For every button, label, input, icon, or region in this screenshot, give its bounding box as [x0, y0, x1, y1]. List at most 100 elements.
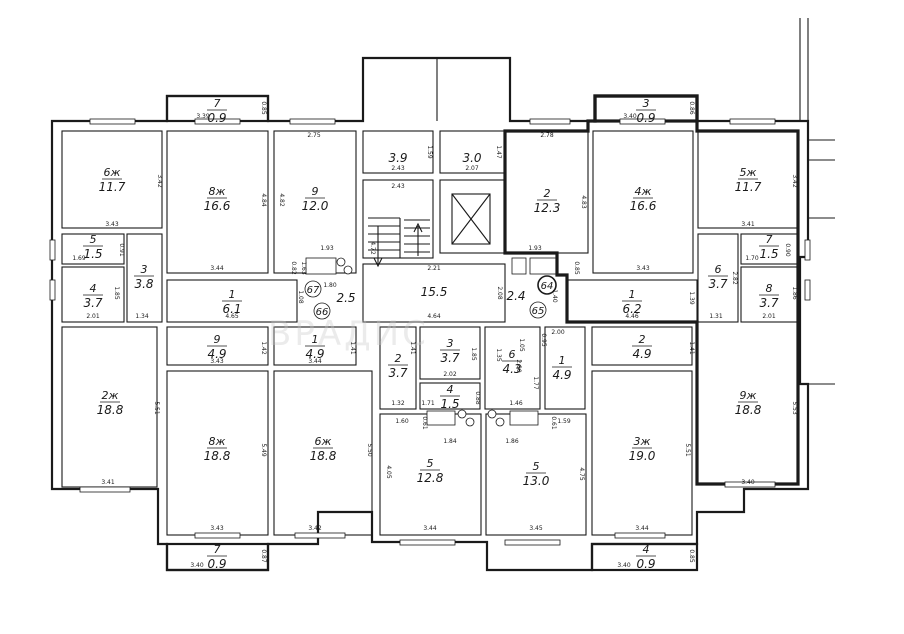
dimension-label: 2.00	[551, 329, 565, 336]
dimension-label: 0.85	[688, 549, 695, 563]
room-number: 8ж	[209, 185, 226, 198]
room-number: 8	[766, 282, 773, 295]
stove-burner	[343, 265, 353, 275]
room-area: 3.7	[708, 277, 727, 291]
dimension-label: 1.59	[426, 145, 433, 159]
dimension-label: 3.43	[210, 358, 224, 365]
flat-number-66: 66	[316, 307, 329, 318]
room-area: 3.8	[134, 277, 153, 291]
dimension-label: 4.64	[427, 313, 441, 320]
dimension-label: 0.61	[550, 416, 557, 430]
room-number: 1	[629, 288, 636, 301]
dimension-label: 3.42	[791, 174, 798, 188]
dimension-label: 4.46	[625, 313, 639, 320]
room-area: 4.9	[632, 347, 651, 361]
room-area: 3.7	[388, 366, 407, 380]
sink-fixture	[305, 257, 337, 275]
dimension-label: 1.80	[323, 282, 337, 289]
room-number: 7	[214, 97, 221, 110]
room-area: 12.8	[417, 471, 444, 485]
room-4zh	[592, 130, 694, 274]
room-number: 8ж	[209, 435, 226, 448]
dimension-label: 5.53	[791, 401, 798, 415]
dimension-label: 1.08	[297, 290, 304, 304]
highlight-flat	[503, 94, 800, 486]
room-area: 3.7	[759, 296, 778, 310]
dimension-label: 1.31	[709, 313, 723, 320]
dimension-label: 3.39	[196, 113, 210, 120]
flat-number-circle	[313, 302, 331, 320]
room-number: 6	[715, 263, 722, 276]
dimension-label: 2.75	[307, 132, 321, 139]
room-number: 2	[544, 187, 551, 200]
room-4-3-7	[61, 266, 125, 323]
sink-fixture	[426, 410, 456, 426]
dimension-label: 3.41	[101, 479, 115, 486]
balcony-bottom-right	[590, 542, 699, 572]
dimension-label: 4.83	[580, 195, 587, 209]
dimension-label: 1.71	[421, 400, 435, 407]
room-5-1-5-left	[61, 233, 125, 265]
dimension-label: 3.44	[635, 525, 649, 532]
dimension-label: 5.50	[366, 443, 373, 457]
sink-fixture	[511, 257, 527, 275]
dimension-label: 3.40	[623, 113, 637, 120]
room-number: 6	[509, 348, 516, 361]
dimension-label: 1.59	[557, 418, 571, 425]
dimension-label: 1.70	[745, 255, 759, 262]
room-number: 1	[559, 354, 566, 367]
dimension-label: 1.86	[791, 286, 798, 300]
room-number: 5ж	[740, 166, 757, 179]
room-area: 12.3	[534, 201, 561, 215]
dimension-label: 4.84	[260, 193, 267, 207]
room-area: 11.7	[99, 180, 126, 194]
dimension-label: 3.44	[308, 358, 322, 365]
dimension-label: 1.41	[349, 341, 356, 355]
sink-fixture	[509, 410, 539, 426]
room-8zh-top	[166, 130, 269, 274]
dimension-label: 0.85	[573, 261, 580, 275]
dimension-label: 3.44	[423, 525, 437, 532]
room-number: 7	[214, 543, 221, 556]
stove-burner	[465, 417, 475, 427]
dimension-label: 1.35	[495, 348, 502, 362]
dimension-label: 3.40	[617, 562, 631, 569]
dimension-label: 1.41	[409, 341, 416, 355]
dimension-label: 2.02	[443, 371, 457, 378]
room-area: 18.8	[204, 449, 231, 463]
dimension-label: 1.85	[113, 286, 120, 300]
dimension-label: 0.91	[118, 243, 125, 257]
dimension-label: 5.49	[260, 443, 267, 457]
room-1-4-9-right	[544, 326, 586, 410]
dimension-label: 2.43	[391, 183, 405, 190]
dimension-label: 2.01	[86, 313, 100, 320]
dimension-label: 4.72	[369, 241, 376, 255]
room-number: 5	[533, 460, 540, 473]
dimension-label: 1.60	[395, 418, 409, 425]
dimension-label: 1.40	[551, 289, 558, 303]
dimension-label: 5.51	[684, 443, 691, 457]
stove-burner	[487, 409, 497, 419]
dimension-label: 3.43	[105, 221, 119, 228]
dimension-label: 1.84	[443, 438, 457, 445]
room-number: 4	[643, 543, 650, 556]
room-area: 1.5	[83, 247, 102, 261]
room-number: 4	[90, 282, 97, 295]
room-6-4-3	[484, 326, 541, 410]
room-number: 5	[90, 233, 97, 246]
dimension-label: 1.86	[505, 438, 519, 445]
room-area: 11.7	[735, 180, 762, 194]
flat-number-65: 65	[532, 306, 545, 317]
room-number: 2	[639, 333, 646, 346]
room-number: 3	[447, 337, 454, 350]
room-number: 7	[766, 233, 773, 246]
stove-burner	[457, 409, 467, 419]
dimension-label: 4.05	[385, 465, 392, 479]
stove-burner	[336, 257, 346, 267]
exterior-tail	[799, 18, 835, 385]
dimension-label: 1.93	[528, 245, 542, 252]
flat-number-circle	[304, 280, 322, 298]
room-number: 9ж	[740, 389, 757, 402]
